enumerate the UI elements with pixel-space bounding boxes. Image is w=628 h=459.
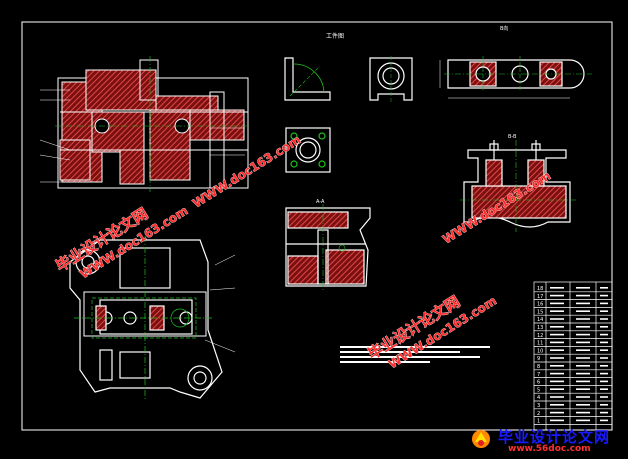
- b-direction-centerlines: [444, 56, 592, 92]
- parts-row-material-mark: [600, 380, 608, 383]
- parts-row-name-mark: [550, 333, 564, 336]
- parts-row-qty-mark: [576, 341, 590, 344]
- site-logo-icon: [472, 430, 490, 448]
- parts-row-name-mark: [550, 388, 564, 390]
- parts-row-number: 11: [537, 341, 543, 347]
- parts-row-number: 14: [537, 317, 543, 323]
- parts-row-material-mark: [600, 310, 608, 312]
- parts-row-material-mark: [600, 318, 608, 320]
- parts-row-name-mark: [550, 365, 564, 367]
- section-aa-label: A-A: [316, 199, 325, 205]
- parts-row-name-mark: [550, 287, 564, 289]
- parts-row-number: 15: [537, 309, 543, 315]
- parts-row-material-mark: [600, 294, 608, 297]
- main-assembly-centerlines: [55, 56, 250, 192]
- parts-row-qty-mark: [576, 404, 590, 406]
- parts-row-number: 2: [537, 411, 540, 417]
- parts-row-material-mark: [600, 365, 608, 367]
- parts-row-name-mark: [550, 341, 564, 344]
- main-assembly-view: [39, 59, 249, 189]
- parts-row-name-mark: [550, 302, 564, 305]
- parts-row-name-mark: [550, 372, 564, 375]
- parts-row-qty-mark: [576, 380, 590, 383]
- parts-row-number: 9: [537, 356, 540, 362]
- parts-row-material-mark: [600, 326, 608, 328]
- parts-row-material-mark: [600, 341, 608, 344]
- workpiece-drawing-label: 工件图: [326, 32, 344, 40]
- workpiece-angle-view: [284, 57, 331, 101]
- footer-site-url: www.56doc.com: [508, 444, 591, 454]
- parts-row-name-mark: [550, 326, 564, 328]
- parts-row-qty-mark: [576, 372, 590, 375]
- section-aa-centerlines: [322, 204, 346, 292]
- b-direction-view: [439, 59, 585, 99]
- parts-row-material-mark: [600, 287, 608, 289]
- parts-row-material-mark: [600, 419, 608, 422]
- parts-row-name-mark: [550, 318, 564, 320]
- parts-row-material-mark: [600, 302, 608, 305]
- parts-row-number: 10: [537, 348, 543, 354]
- section-bb-view: [463, 140, 571, 228]
- parts-row-qty-mark: [576, 310, 590, 312]
- parts-row-material-mark: [600, 388, 608, 390]
- section-bb-label: B-B: [508, 134, 517, 140]
- parts-row-number: 5: [537, 387, 540, 393]
- parts-row-name-mark: [550, 357, 564, 359]
- b-direction-view-label: B向: [500, 25, 508, 32]
- parts-row-name-mark: [550, 380, 564, 383]
- plan-view-centerlines: [74, 236, 214, 400]
- parts-row-number: 8: [537, 364, 540, 370]
- parts-row-qty-mark: [576, 318, 590, 320]
- drawing-border: [21, 21, 613, 431]
- parts-row-number: 16: [537, 302, 543, 308]
- workpiece-top-view: [285, 127, 331, 173]
- parts-row-qty-mark: [576, 357, 590, 359]
- parts-row-qty-mark: [576, 388, 590, 390]
- parts-row-number: 4: [537, 395, 540, 401]
- parts-row-name-mark: [550, 419, 564, 422]
- parts-row-material-mark: [600, 333, 608, 336]
- parts-row-name-mark: [550, 404, 564, 406]
- parts-row-material-mark: [600, 372, 608, 375]
- parts-row-number: 13: [537, 325, 543, 331]
- parts-row-qty-mark: [576, 396, 590, 398]
- parts-row-name-mark: [550, 294, 564, 297]
- parts-row-qty-mark: [576, 287, 590, 289]
- parts-row-material-mark: [600, 349, 608, 351]
- parts-row-qty-mark: [576, 349, 590, 351]
- parts-row-qty-mark: [576, 333, 590, 336]
- parts-row-qty-mark: [576, 365, 590, 367]
- parts-row-qty-mark: [576, 411, 590, 414]
- parts-row-material-mark: [600, 396, 608, 398]
- parts-row-number: 12: [537, 333, 543, 339]
- parts-row-material-mark: [600, 404, 608, 406]
- parts-row-number: 18: [537, 286, 543, 292]
- parts-row-name-mark: [550, 349, 564, 351]
- workpiece-front-view: [369, 56, 413, 104]
- parts-row-qty-mark: [576, 326, 590, 328]
- section-aa-view: [285, 207, 371, 287]
- parts-row-name-mark: [550, 310, 564, 312]
- parts-row-number: 17: [537, 294, 543, 300]
- parts-row-number: 7: [537, 372, 540, 378]
- parts-row-number: 1: [537, 419, 540, 425]
- parts-row-number: 3: [537, 403, 540, 409]
- parts-row-qty-mark: [576, 419, 590, 422]
- parts-row-name-mark: [550, 411, 564, 414]
- parts-row-material-mark: [600, 357, 608, 359]
- parts-row-material-mark: [600, 411, 608, 414]
- parts-row-qty-mark: [576, 294, 590, 297]
- footer-site-name: 毕业设计论文网: [498, 428, 611, 446]
- parts-row-qty-mark: [576, 302, 590, 305]
- parts-row-number: 6: [537, 380, 540, 386]
- parts-row-name-mark: [550, 396, 564, 398]
- section-bb-centerlines: [460, 140, 576, 232]
- technical-notes: [340, 346, 490, 363]
